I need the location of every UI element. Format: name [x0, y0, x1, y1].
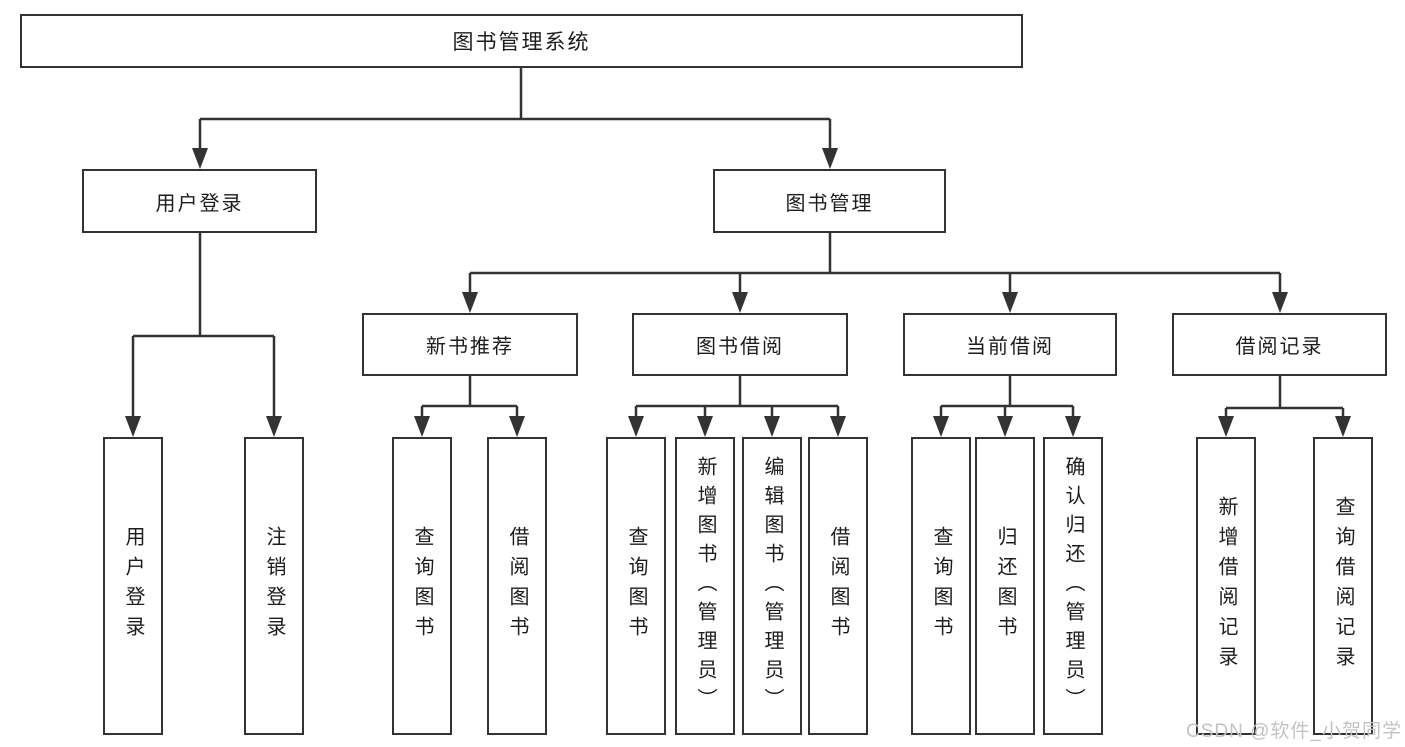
- leaf-confirm-return-admin: 确认归还（管理员）: [1043, 437, 1103, 735]
- leaf-borrow-add-admin-label: 新增图书（管理员）: [694, 455, 716, 717]
- leaf-borrow-edit-admin-label: 编辑图书（管理员）: [761, 455, 783, 717]
- node-user-login-label: 用户登录: [155, 192, 244, 215]
- leaf-borrow-add-admin: 新增图书（管理员）: [675, 437, 735, 735]
- node-book-management: 图书管理: [713, 169, 946, 233]
- leaf-confirm-return-admin-label: 确认归还（管理员）: [1062, 455, 1084, 717]
- leaf-newbook-query: 查询图书: [392, 437, 452, 735]
- leaf-return-book: 归还图书: [975, 437, 1035, 735]
- node-book-borrowing-label: 图书借阅: [696, 336, 784, 358]
- leaf-newbook-borrow: 借阅图书: [487, 437, 547, 735]
- leaf-current-query: 查询图书: [911, 437, 971, 735]
- node-book-management-label: 图书管理: [785, 192, 874, 215]
- leaf-borrow-query: 查询图书: [606, 437, 666, 735]
- csdn-watermark: CSDN @软件_小贺同学: [1186, 721, 1402, 742]
- node-new-book-recommend-label: 新书推荐: [426, 336, 514, 358]
- node-borrowing-records-label: 借阅记录: [1235, 336, 1324, 358]
- connector-arrowheads: [125, 148, 1351, 437]
- node-root-system-label: 图书管理系统: [452, 31, 591, 54]
- leaf-newbook-borrow-label: 借阅图书: [506, 526, 528, 646]
- leaf-current-query-label: 查询图书: [930, 526, 952, 646]
- node-user-login: 用户登录: [82, 169, 317, 233]
- leaf-query-borrow-record-label: 查询借阅记录: [1332, 496, 1354, 676]
- node-book-borrowing: 图书借阅: [632, 313, 848, 376]
- connector-shafts: [131, 68, 1345, 421]
- leaf-user-login: 用户登录: [103, 437, 163, 735]
- leaf-return-book-label: 归还图书: [994, 526, 1016, 646]
- node-new-book-recommend: 新书推荐: [362, 313, 578, 376]
- leaf-query-borrow-record: 查询借阅记录: [1313, 437, 1373, 735]
- leaf-logout: 注销登录: [244, 437, 304, 735]
- leaf-borrow-query-label: 查询图书: [625, 526, 647, 646]
- node-root-system: 图书管理系统: [20, 14, 1023, 68]
- node-current-borrowing: 当前借阅: [903, 313, 1117, 376]
- leaf-add-borrow-record-label: 新增借阅记录: [1215, 496, 1237, 676]
- leaf-borrow-book: 借阅图书: [808, 437, 868, 735]
- leaf-user-login-label: 用户登录: [122, 526, 144, 646]
- leaf-borrow-edit-admin: 编辑图书（管理员）: [742, 437, 802, 735]
- leaf-newbook-query-label: 查询图书: [411, 526, 433, 646]
- leaf-borrow-book-label: 借阅图书: [827, 526, 849, 646]
- node-current-borrowing-label: 当前借阅: [966, 336, 1054, 358]
- leaf-logout-label: 注销登录: [263, 526, 285, 646]
- leaf-add-borrow-record: 新增借阅记录: [1196, 437, 1256, 735]
- node-borrowing-records: 借阅记录: [1172, 313, 1387, 376]
